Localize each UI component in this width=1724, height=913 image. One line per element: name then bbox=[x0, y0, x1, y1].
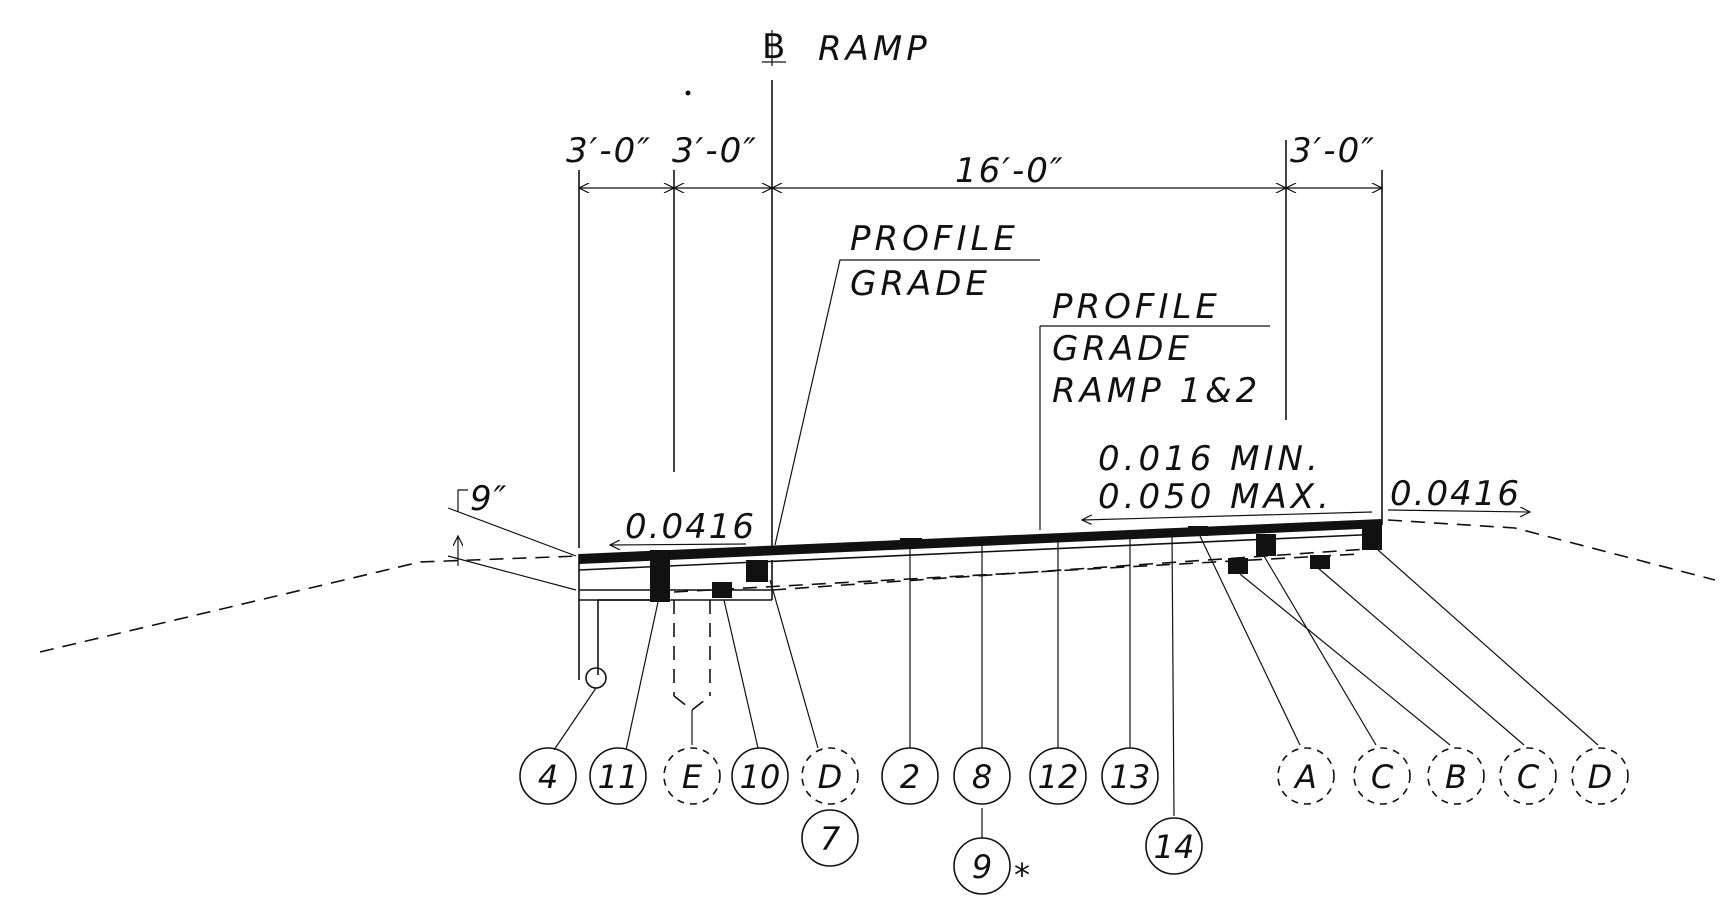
profile-grade-label-1: PROFILE GRADE bbox=[774, 219, 1040, 546]
slope-max-label: 0.050 MAX. bbox=[1098, 477, 1333, 517]
svg-text:D: D bbox=[818, 758, 843, 796]
svg-text:9: 9 bbox=[972, 848, 992, 886]
callout-8: 8 bbox=[953, 747, 1011, 805]
svg-text:E: E bbox=[682, 758, 703, 796]
profile-grade-1-line2: GRADE bbox=[850, 264, 991, 304]
callout-11: 11 bbox=[589, 747, 647, 805]
profile-grade-2-line2: GRADE bbox=[1052, 329, 1193, 369]
profile-grade-2-line1: PROFILE bbox=[1052, 287, 1221, 327]
slope-min-label: 0.016 MIN. bbox=[1098, 439, 1322, 479]
callout-C-2: C bbox=[1499, 747, 1557, 805]
dimension-lane: 16′-0″ bbox=[955, 151, 1065, 191]
depth-dimension: 9″ bbox=[447, 479, 577, 591]
svg-text:10: 10 bbox=[740, 758, 781, 796]
svg-text:B: B bbox=[762, 27, 789, 67]
callout-13: 13 bbox=[1101, 747, 1159, 805]
callout-12: 12 bbox=[1029, 747, 1087, 805]
svg-text:C: C bbox=[1517, 758, 1540, 796]
depth-label: 9″ bbox=[470, 479, 508, 519]
profile-grade-label-2: PROFILE GRADE RAMP 1&2 bbox=[1039, 287, 1270, 530]
slope-main-arrow bbox=[1082, 511, 1373, 520]
svg-text:A: A bbox=[1293, 758, 1317, 796]
dimension-right-shoulder: 3′-0″ bbox=[1290, 131, 1376, 171]
callout-9: 9 bbox=[953, 837, 1011, 895]
slope-right-label: 0.0416 bbox=[1390, 474, 1521, 514]
slope-left-label: 0.0416 bbox=[625, 507, 756, 547]
profile-grade-1-line1: PROFILE bbox=[850, 219, 1019, 259]
stray-mark bbox=[685, 90, 691, 96]
svg-text:7: 7 bbox=[820, 820, 841, 858]
dimension-gutter: 3′-0″ bbox=[672, 131, 758, 171]
callout-B: B bbox=[1427, 747, 1485, 805]
callout-D-left: D bbox=[801, 747, 859, 805]
callout-leaders bbox=[553, 533, 1599, 838]
callout-C-1: C bbox=[1353, 747, 1411, 805]
slope-right-arrow bbox=[1387, 510, 1530, 512]
callout-D-right: D bbox=[1571, 747, 1629, 805]
callout-2: 2 bbox=[881, 747, 939, 805]
callout-10: 10 bbox=[731, 747, 789, 805]
centerline-label: RAMP bbox=[818, 29, 931, 69]
subgrade-lines bbox=[39, 519, 1716, 712]
callout-A: A bbox=[1277, 747, 1335, 805]
svg-text:B: B bbox=[1445, 758, 1467, 796]
svg-text:14: 14 bbox=[1154, 828, 1195, 866]
profile-grade-2-line3: RAMP 1&2 bbox=[1052, 371, 1261, 411]
svg-text:2: 2 bbox=[900, 758, 920, 796]
callout-14: 14 bbox=[1145, 817, 1203, 875]
svg-text:11: 11 bbox=[598, 758, 639, 796]
structural-blocks bbox=[650, 526, 1382, 602]
svg-text:4: 4 bbox=[538, 758, 558, 796]
dimension-left-shoulder: 3′-0″ bbox=[566, 131, 652, 171]
curb-and-drain bbox=[578, 554, 652, 689]
svg-text:8: 8 bbox=[972, 758, 992, 796]
pavement-deck bbox=[578, 519, 1383, 601]
slope-left-arrow bbox=[610, 544, 747, 545]
svg-text:C: C bbox=[1371, 758, 1394, 796]
callout-7: 7 bbox=[801, 809, 859, 867]
svg-text:13: 13 bbox=[1110, 758, 1151, 796]
callout-E: E bbox=[663, 747, 721, 805]
centerline-symbol: B bbox=[762, 27, 789, 67]
svg-text:D: D bbox=[1588, 758, 1613, 796]
svg-text:12: 12 bbox=[1038, 758, 1079, 796]
note-asterisk: * bbox=[1014, 856, 1030, 894]
callout-4: 4 bbox=[519, 747, 577, 805]
